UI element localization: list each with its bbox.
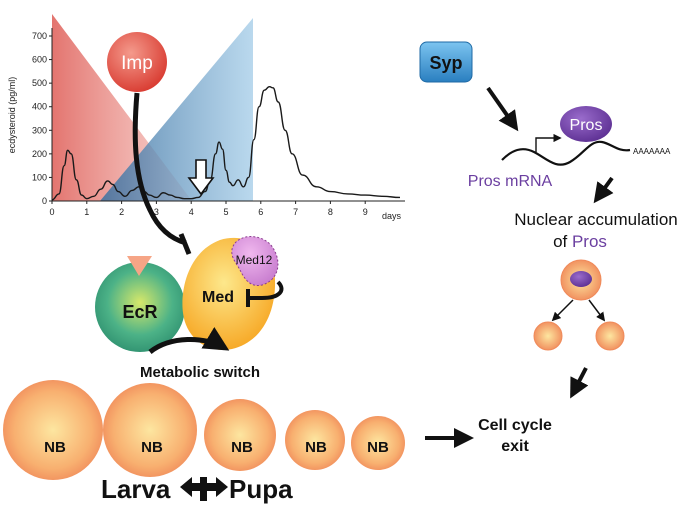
imp-inhibition-line [132, 92, 187, 246]
cell-cycle-exit-label: exit [501, 438, 529, 455]
nb-label: NB [305, 439, 327, 456]
y-tick-label: 400 [32, 102, 47, 112]
chart-axes [51, 28, 405, 202]
nb-label: NB [141, 439, 163, 456]
y-tick-label: 200 [32, 149, 47, 159]
pros-mrna-strand [501, 140, 631, 166]
x-tick-label: 6 [258, 207, 263, 217]
ecr-ligand-triangle [127, 256, 152, 276]
pros-nucleus [570, 271, 592, 287]
x-tick-label: 2 [119, 207, 124, 217]
nb-cell [103, 383, 197, 477]
imp-inhibition-bar [178, 233, 192, 255]
nb-label: NB [231, 439, 253, 456]
syp-label: Syp [429, 53, 462, 73]
y-tick-label: 500 [32, 78, 47, 88]
y-tick-label: 300 [32, 125, 47, 135]
pros-protein-label: Pros [570, 117, 603, 134]
y-axis-label: ecdysteroid (pg/ml) [7, 77, 17, 154]
imp-label: Imp [121, 53, 153, 74]
nb-cell [285, 410, 345, 470]
x-tick-label: 8 [328, 207, 333, 217]
med12-inhibition-line [248, 280, 284, 300]
polya-tail: AAAAAAA [633, 147, 671, 156]
transcription-arrow [535, 133, 562, 152]
syp-box [419, 41, 473, 83]
daughters-to-exit-arrow [570, 367, 589, 399]
y-tick-label: 600 [32, 55, 47, 65]
x-axis-label: days [382, 211, 402, 221]
pupa-label: Pupa [229, 474, 293, 504]
y-tick-group: 0 100 200 300 400 500 600 700 [32, 31, 52, 206]
x-tick-label: 4 [189, 207, 194, 217]
nb-label: NB [367, 439, 389, 456]
ecr-label: EcR [122, 302, 157, 322]
nb-row: NB NB NB NB NB [3, 380, 405, 480]
x-tick-group: 0 1 2 3 4 5 6 7 8 9 [49, 201, 368, 217]
nb-cell [204, 399, 276, 471]
y-tick-label: 700 [32, 31, 47, 41]
pros-protein [560, 106, 612, 142]
y-tick-label: 0 [42, 196, 47, 206]
x-tick-label: 0 [49, 207, 54, 217]
daughter-cell [533, 321, 563, 351]
nb-cell [351, 416, 405, 470]
division-arrow-right [588, 299, 606, 322]
ecr-circle [95, 262, 185, 352]
double-arrow-icon [180, 477, 228, 501]
ecdysteroid-curve [51, 85, 401, 201]
med12-blob [231, 236, 279, 287]
x-tick-label: 7 [293, 207, 298, 217]
mrna-to-nuclear-arrow [593, 176, 614, 204]
nuclear-accumulation-label: Nuclear accumulation [514, 210, 677, 229]
division-arrow-left [551, 299, 574, 322]
x-tick-label: 1 [84, 207, 89, 217]
daughter-cell [595, 321, 625, 351]
open-down-arrow [187, 159, 215, 196]
med-label: Med [202, 289, 234, 306]
metabolic-switch-label: Metabolic switch [140, 364, 260, 381]
larva-label: Larva [101, 474, 171, 504]
cell-cycle-label: Cell cycle [478, 417, 552, 434]
pros-mrna-label: Pros mRNA [468, 173, 553, 190]
x-tick-label: 3 [154, 207, 159, 217]
metabolic-switch-arrow [148, 326, 230, 355]
y-tick-label: 100 [32, 172, 47, 182]
x-tick-label: 9 [363, 207, 368, 217]
nuclear-accumulation-label-2: of Pros [553, 232, 607, 251]
syp-arrow [486, 86, 519, 132]
imp-circle [107, 32, 167, 92]
nb-label: NB [44, 439, 66, 456]
nb-cell [3, 380, 103, 480]
med12-label: Med12 [236, 253, 273, 267]
x-tick-label: 5 [223, 207, 228, 217]
